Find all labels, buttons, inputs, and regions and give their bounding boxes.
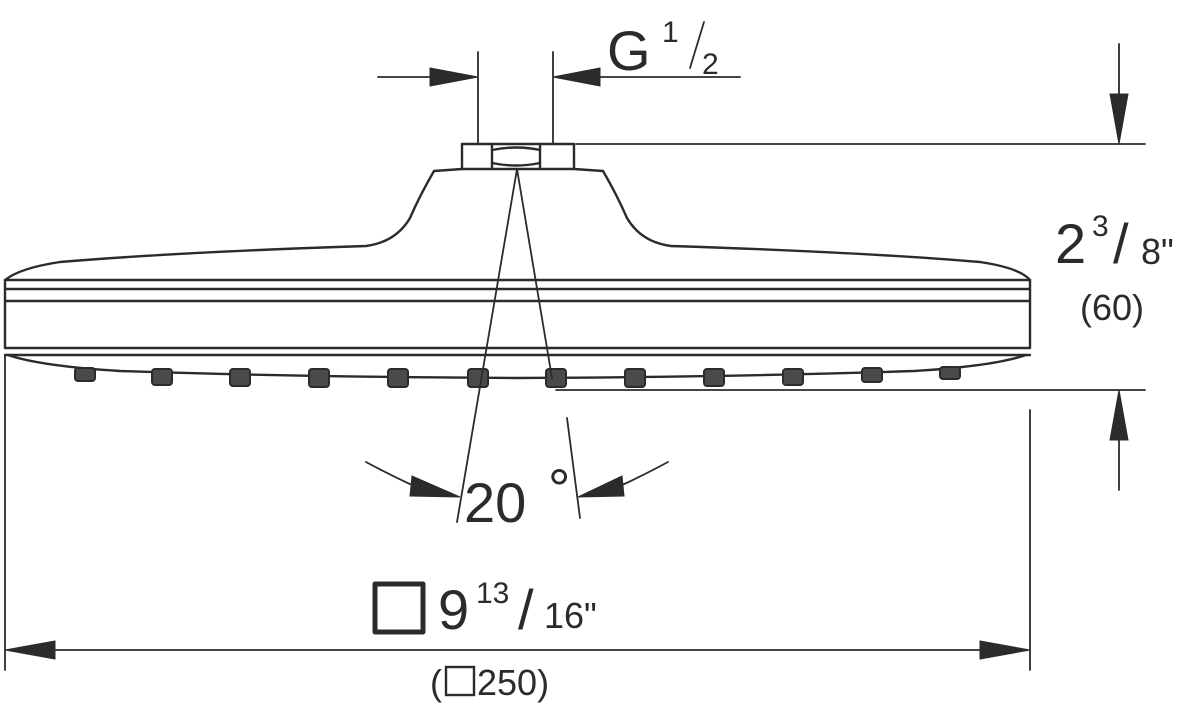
- height-fraction-slash: /: [1113, 212, 1129, 275]
- thread-fraction-numerator: 1: [662, 16, 679, 49]
- shower-head-outline: [3, 142, 1032, 388]
- spray-angle: 20 °: [365, 168, 669, 534]
- nozzle-row: [74, 366, 961, 388]
- square-symbol-icon: [372, 581, 426, 635]
- width-whole: 9: [438, 578, 469, 641]
- height-dimension: 2 3 / 8" (60): [555, 43, 1174, 491]
- width-metric-value: 250): [477, 662, 549, 703]
- width-fraction-slash: /: [518, 578, 534, 641]
- height-whole: 2: [1055, 212, 1086, 275]
- connector-nut: [460, 142, 576, 171]
- angle-unit: °: [548, 457, 570, 520]
- thread-label: G: [607, 19, 651, 82]
- width-dimension: 9 13 / 16" ( 250): [4, 355, 1031, 703]
- thread-dimension: G 1 2: [377, 16, 741, 145]
- width-fraction-numerator: 13: [476, 577, 509, 610]
- neck-profile: [3, 167, 464, 282]
- angle-value: 20: [464, 471, 526, 534]
- thread-fraction-denominator: 2: [702, 48, 719, 81]
- width-metric-open: (: [430, 662, 442, 703]
- nozzle-plate: [6, 353, 1028, 380]
- height-fraction-denominator: 8": [1141, 231, 1174, 272]
- square-symbol-small-icon: [444, 665, 476, 697]
- width-fraction-denominator: 16": [544, 595, 597, 636]
- height-metric: (60): [1080, 287, 1144, 328]
- height-fraction-numerator: 3: [1092, 210, 1109, 243]
